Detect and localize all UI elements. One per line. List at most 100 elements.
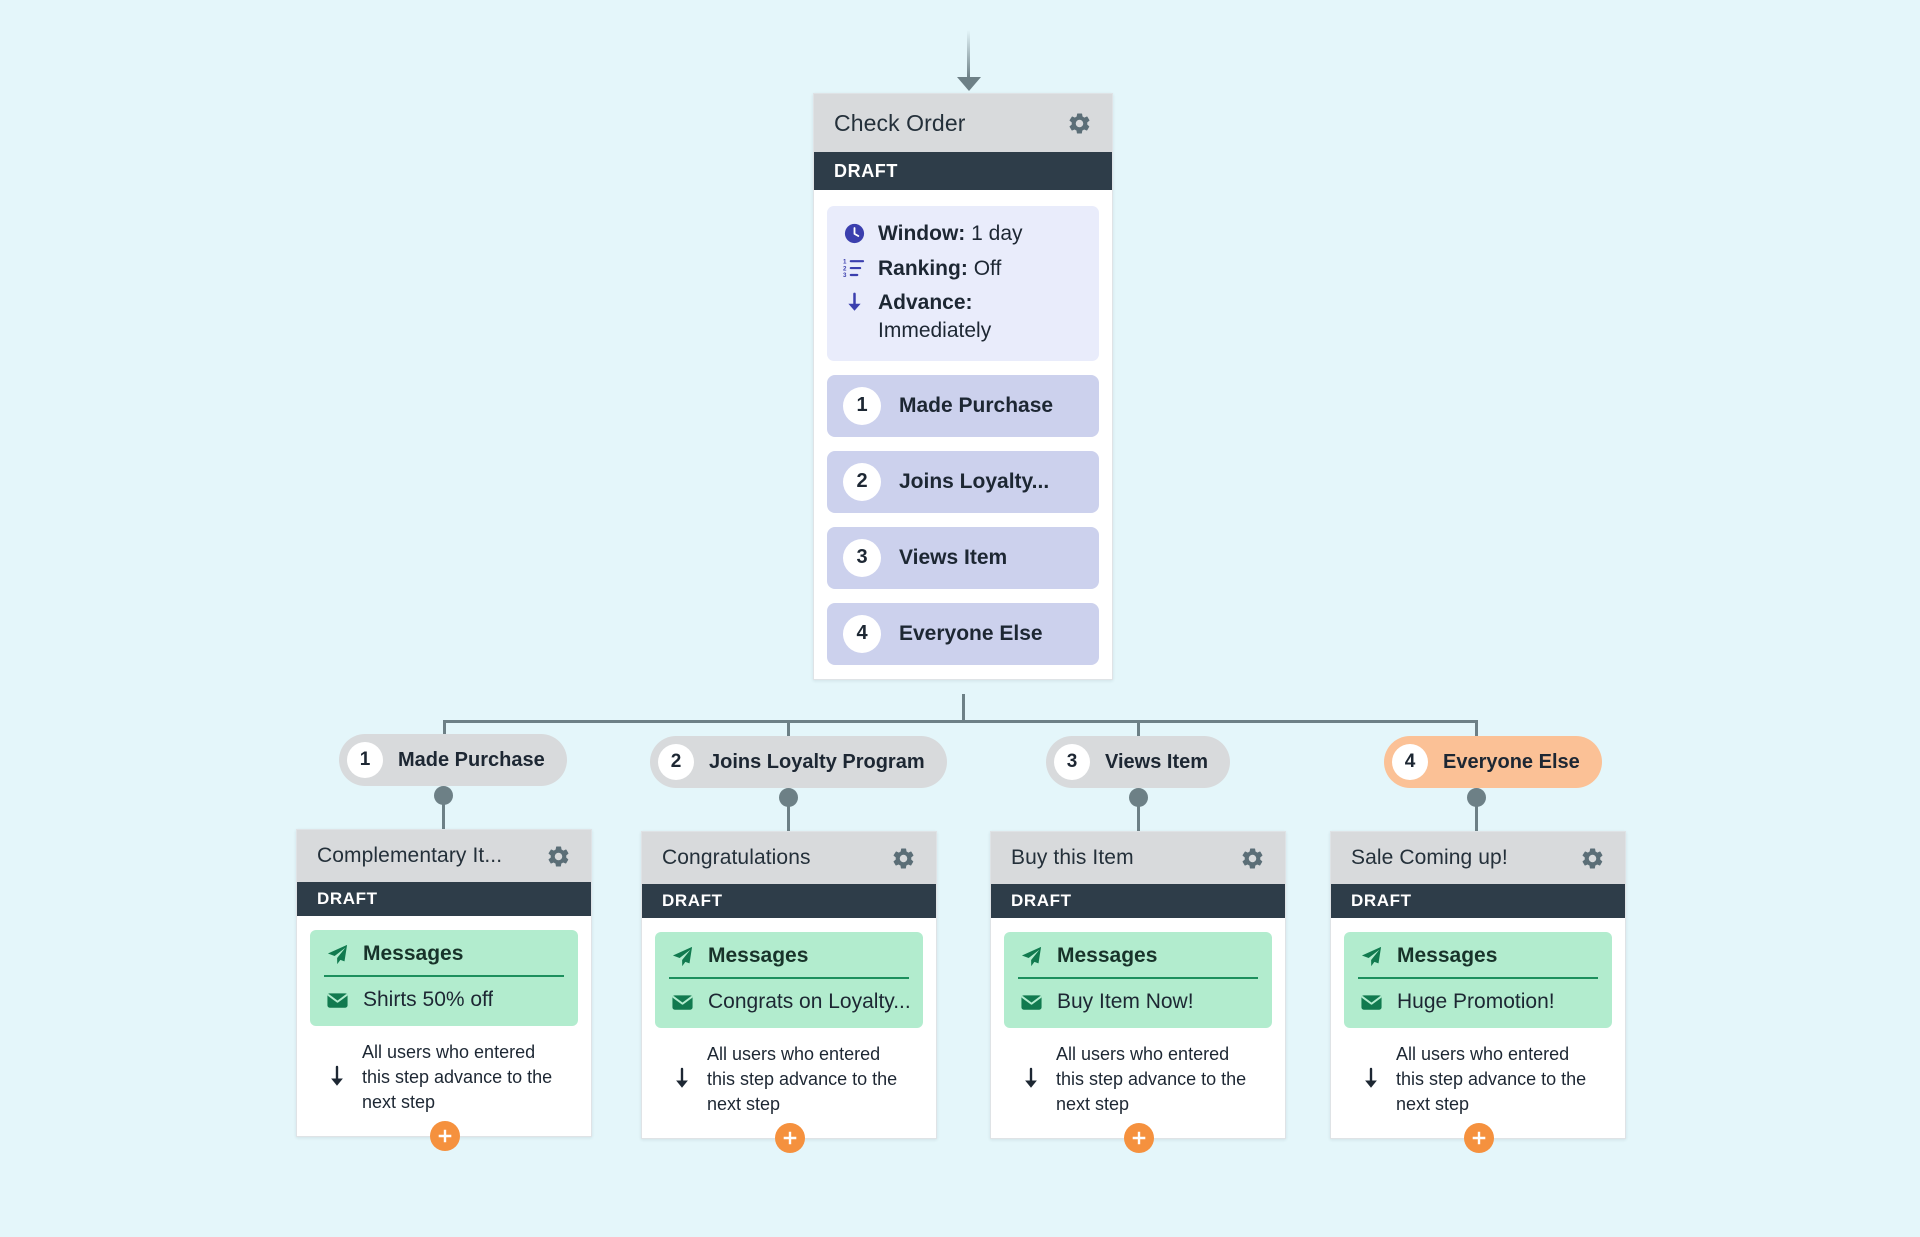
message-item[interactable]: Congrats on Loyalty... bbox=[669, 979, 909, 1014]
envelope-icon bbox=[669, 991, 695, 1014]
pill-label: Everyone Else bbox=[1443, 750, 1580, 773]
pill-number: 3 bbox=[1054, 744, 1090, 780]
entry-arrow-head bbox=[957, 77, 981, 91]
branch-option-3[interactable]: 3 Views Item bbox=[827, 526, 1099, 589]
gear-icon[interactable] bbox=[545, 843, 571, 869]
bus-drop-2 bbox=[787, 720, 790, 747]
branch-option-4[interactable]: 4 Everyone Else bbox=[827, 602, 1099, 665]
pill-label: Made Purchase bbox=[398, 748, 545, 771]
branch-pill-4[interactable]: 4 Everyone Else bbox=[1384, 736, 1602, 788]
message-item[interactable]: Shirts 50% off bbox=[324, 977, 564, 1012]
message-card-sale-coming-up[interactable]: Sale Coming up! DRAFT Messages Huge Pro bbox=[1330, 831, 1626, 1154]
branch-number: 1 bbox=[843, 386, 881, 425]
paper-plane-icon bbox=[1018, 945, 1044, 968]
branch-number: 2 bbox=[843, 462, 881, 501]
add-step-button[interactable] bbox=[1464, 1123, 1494, 1154]
envelope-icon bbox=[324, 989, 350, 1012]
message-body: Messages Buy Item Now! All users who ent… bbox=[991, 918, 1285, 1138]
info-row-advance: Advance: Immediately bbox=[841, 289, 1085, 344]
advance-row: All users who entered this step advance … bbox=[1344, 1028, 1612, 1138]
branch-number: 4 bbox=[843, 614, 881, 653]
advance-row: All users who entered this step advance … bbox=[655, 1028, 923, 1138]
info-window-text: Window: 1 day bbox=[878, 220, 1023, 248]
message-item[interactable]: Buy Item Now! bbox=[1018, 979, 1258, 1014]
message-card-congratulations[interactable]: Congratulations DRAFT Messages Congrats bbox=[641, 831, 937, 1154]
node-info-panel: Window: 1 day 1 2 3 Ranking: Off bbox=[827, 206, 1099, 361]
branch-option-2[interactable]: 2 Joins Loyalty... bbox=[827, 450, 1099, 513]
branch-pill-2[interactable]: 2 Joins Loyalty Program bbox=[650, 736, 947, 788]
message-item-label: Buy Item Now! bbox=[1057, 990, 1194, 1013]
add-step-button[interactable] bbox=[430, 1121, 460, 1152]
status-badge: DRAFT bbox=[1331, 884, 1625, 918]
paper-plane-icon bbox=[669, 945, 695, 968]
plus-icon bbox=[438, 1130, 452, 1143]
messages-panel[interactable]: Messages Shirts 50% off bbox=[310, 930, 578, 1026]
message-card-buy-this-item[interactable]: Buy this Item DRAFT Messages Buy Item N bbox=[990, 831, 1286, 1154]
branch-number: 3 bbox=[843, 538, 881, 577]
message-body: Messages Congrats on Loyalty... All user… bbox=[642, 918, 936, 1138]
pill-connector-line-1 bbox=[442, 795, 445, 837]
messages-panel-header: Messages bbox=[324, 942, 564, 977]
branch-pill-3[interactable]: 3 Views Item bbox=[1046, 736, 1231, 788]
node-card-check-order[interactable]: Check Order DRAFT Window: 1 day 1 bbox=[813, 93, 1113, 680]
down-arrow-icon bbox=[670, 1066, 694, 1092]
card-header: Check Order bbox=[814, 94, 1112, 152]
message-item-label: Huge Promotion! bbox=[1397, 990, 1555, 1013]
advance-row: All users who entered this step advance … bbox=[1004, 1028, 1272, 1138]
gear-icon[interactable] bbox=[1239, 845, 1265, 871]
info-ranking-text: Ranking: Off bbox=[878, 255, 1001, 283]
bus-connector bbox=[443, 720, 1478, 723]
envelope-icon bbox=[1358, 991, 1384, 1014]
messages-channel-label: Messages bbox=[1397, 944, 1498, 967]
messages-panel[interactable]: Messages Congrats on Loyalty... bbox=[655, 932, 923, 1028]
down-arrow-icon bbox=[325, 1064, 349, 1090]
status-badge: DRAFT bbox=[814, 152, 1112, 190]
bus-drop-3 bbox=[1137, 720, 1140, 747]
add-step-button[interactable] bbox=[775, 1123, 805, 1154]
messages-channel-label: Messages bbox=[363, 942, 464, 965]
info-advance-text: Advance: Immediately bbox=[878, 289, 991, 344]
plus-icon bbox=[783, 1132, 797, 1145]
gear-icon[interactable] bbox=[1579, 845, 1605, 871]
message-card-complementary-items[interactable]: Complementary It... DRAFT Messages Shir bbox=[296, 829, 592, 1152]
bus-drop-4 bbox=[1475, 720, 1478, 747]
messages-panel[interactable]: Messages Huge Promotion! bbox=[1344, 932, 1612, 1028]
page-title: Check Order bbox=[834, 109, 966, 136]
message-body: Messages Shirts 50% off All users who en… bbox=[297, 916, 591, 1136]
paper-plane-icon bbox=[324, 943, 350, 966]
card-title: Buy this Item bbox=[1011, 846, 1134, 869]
gear-icon[interactable] bbox=[890, 845, 916, 871]
pill-connector-line-4 bbox=[1475, 797, 1478, 839]
messages-panel-header: Messages bbox=[669, 944, 909, 979]
down-arrow-icon bbox=[1019, 1066, 1043, 1092]
message-item[interactable]: Huge Promotion! bbox=[1358, 979, 1598, 1014]
messages-panel[interactable]: Messages Buy Item Now! bbox=[1004, 932, 1272, 1028]
svg-text:1: 1 bbox=[843, 258, 847, 265]
bus-drop-1 bbox=[443, 720, 446, 747]
entry-connector-line bbox=[967, 30, 970, 78]
status-badge: DRAFT bbox=[642, 884, 936, 918]
info-label: Advance: bbox=[878, 291, 973, 315]
gear-icon[interactable] bbox=[1066, 110, 1092, 136]
svg-text:2: 2 bbox=[843, 265, 847, 272]
info-row-window: Window: 1 day bbox=[841, 220, 1085, 248]
paper-plane-icon bbox=[1358, 945, 1384, 968]
svg-text:3: 3 bbox=[843, 272, 847, 279]
branch-option-1[interactable]: 1 Made Purchase bbox=[827, 374, 1099, 437]
card-header: Complementary It... bbox=[297, 830, 591, 882]
message-body: Messages Huge Promotion! All users who e… bbox=[1331, 918, 1625, 1138]
branch-pill-1[interactable]: 1 Made Purchase bbox=[339, 734, 567, 786]
card-header: Buy this Item bbox=[991, 832, 1285, 884]
clock-icon bbox=[841, 220, 867, 245]
info-label: Window: bbox=[878, 222, 966, 245]
card-title: Complementary It... bbox=[317, 844, 503, 867]
card-header: Sale Coming up! bbox=[1331, 832, 1625, 884]
down-arrow-icon bbox=[1359, 1066, 1383, 1092]
status-badge: DRAFT bbox=[991, 884, 1285, 918]
plus-icon bbox=[1472, 1132, 1486, 1145]
info-value: 1 day bbox=[971, 222, 1023, 245]
add-step-button[interactable] bbox=[1124, 1123, 1154, 1154]
messages-channel-label: Messages bbox=[1057, 944, 1158, 967]
messages-panel-header: Messages bbox=[1358, 944, 1598, 979]
